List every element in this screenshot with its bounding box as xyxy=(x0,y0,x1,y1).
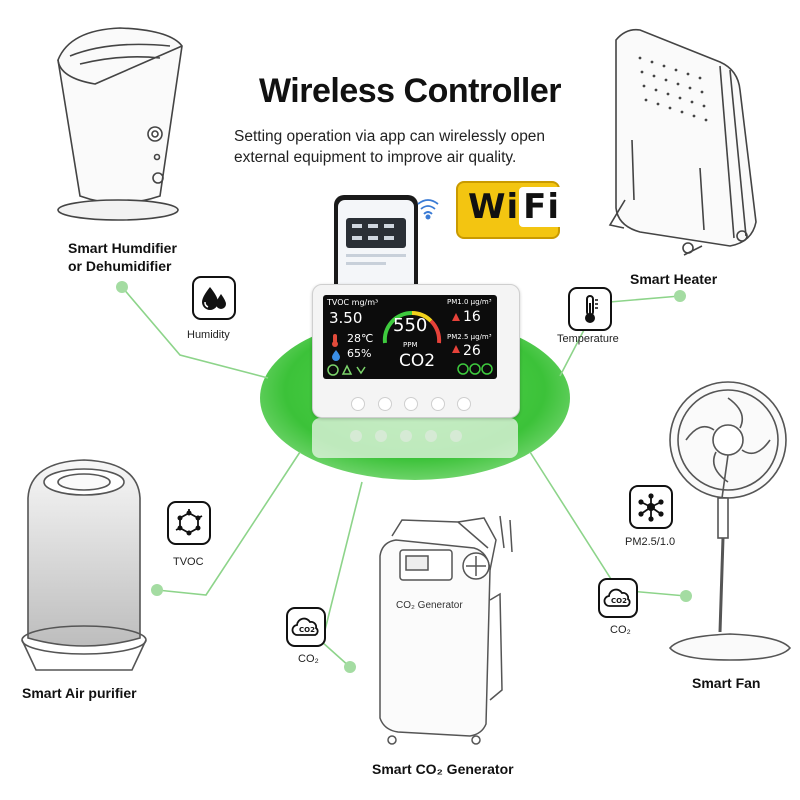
co2-generator-panel-text: CO₂ Generator xyxy=(396,600,463,611)
wifi-signal-icon xyxy=(417,199,439,220)
wifi-text-left: Wi xyxy=(468,187,520,227)
subtitle: Setting operation via app can wirelessly… xyxy=(234,126,614,168)
line-purifier xyxy=(156,451,301,596)
humidity-icon-box xyxy=(192,276,236,320)
label-heater: Smart Heater xyxy=(630,271,718,287)
co2-unit: PPM xyxy=(403,341,418,349)
molecule-icon xyxy=(175,509,203,536)
node-co2-generator xyxy=(344,661,356,673)
heater-grille xyxy=(638,56,708,122)
fan-illustration xyxy=(668,381,792,661)
page-title: Wireless Controller xyxy=(259,72,561,110)
co2-generator-illustration xyxy=(379,515,513,745)
humidity-caption: Humidity xyxy=(187,329,230,341)
pm-caption: PM2.5/1.0 xyxy=(625,536,676,548)
network-icon xyxy=(638,493,664,522)
monitor-status-icons xyxy=(327,364,366,376)
node-purifier xyxy=(151,584,163,596)
temperature-icon-box xyxy=(568,287,612,331)
thermometer-icon xyxy=(585,295,598,323)
reflection-buttons xyxy=(350,430,462,442)
monitor-button-1[interactable] xyxy=(351,397,365,411)
humidifier-illustration xyxy=(57,27,183,221)
humidity-value: 65% xyxy=(347,347,372,360)
monitor-button-5[interactable] xyxy=(457,397,471,411)
pm25-label: PM2.5 μg/m³ xyxy=(447,333,492,341)
co2-label: CO2 xyxy=(399,351,436,371)
tvoc-value: 3.50 xyxy=(329,309,363,327)
co2-gauge xyxy=(382,310,442,344)
pm25-value: 26 xyxy=(463,343,481,359)
subtitle-line-1: Setting operation via app can wirelessly… xyxy=(234,128,546,145)
co2-left-icon-box: CO2 xyxy=(286,607,326,647)
pm-status-icons xyxy=(457,363,493,375)
droplets-icon xyxy=(202,287,226,310)
connector-nodes xyxy=(116,281,692,673)
pm10-value: 16 xyxy=(463,309,481,325)
pm-warning-icons xyxy=(452,313,460,353)
co2-icon-text-left: CO2 xyxy=(299,626,315,634)
tvoc-label: TVOC mg/m³ xyxy=(327,298,379,307)
wifi-text-right: Fi xyxy=(519,187,565,227)
node-fan xyxy=(680,590,692,602)
subtitle-line-2: external equipment to improve air qualit… xyxy=(234,149,517,166)
monitor-screen: TVOC mg/m³ 3.50 28℃ 65% 550 PPM CO2 xyxy=(323,295,497,379)
tvoc-icon-box xyxy=(167,501,211,545)
label-humidifier-line-1: Smart Humdifier xyxy=(68,240,177,256)
air-quality-monitor: TVOC mg/m³ 3.50 28℃ 65% 550 PPM CO2 xyxy=(312,284,520,418)
node-heater xyxy=(674,290,686,302)
air-purifier-illustration xyxy=(21,459,147,671)
temperature-caption: Temperature xyxy=(557,333,619,345)
monitor-button-2[interactable] xyxy=(377,397,392,411)
co2-cloud-icon: CO2 xyxy=(291,617,319,636)
heater-illustration xyxy=(608,28,757,256)
label-co2-generator: Smart CO₂ Generator xyxy=(372,761,514,777)
monitor-button-4[interactable] xyxy=(430,397,445,411)
monitor-temp-humidity-icons xyxy=(332,334,340,361)
tvoc-caption: TVOC xyxy=(173,556,204,568)
monitor-button-3[interactable] xyxy=(404,397,418,411)
line-humidifier xyxy=(121,286,269,379)
co2-icon-text-right: CO2 xyxy=(611,597,627,605)
monitor-button-row xyxy=(351,397,471,411)
temp-value: 28℃ xyxy=(347,332,374,345)
co2-left-caption: CO₂ xyxy=(298,653,319,665)
line-co2-generator xyxy=(321,481,363,668)
pm10-label: PM1.0 μg/m³ xyxy=(447,298,492,306)
monitor-reflection xyxy=(312,418,518,458)
co2-cloud-icon: CO2 xyxy=(603,588,631,607)
phone-illustration xyxy=(334,195,418,295)
label-air-purifier: Smart Air purifier xyxy=(22,685,137,701)
co2-right-caption: CO₂ xyxy=(610,624,631,636)
label-humidifier: Smart Humdifier or Dehumidifier xyxy=(68,239,177,275)
label-humidifier-line-2: or Dehumidifier xyxy=(68,258,172,274)
co2-value: 550 xyxy=(393,315,428,336)
label-fan: Smart Fan xyxy=(692,675,761,691)
node-humidifier xyxy=(116,281,128,293)
pm-icon-box xyxy=(629,485,673,529)
co2-right-icon-box: CO2 xyxy=(598,578,638,618)
